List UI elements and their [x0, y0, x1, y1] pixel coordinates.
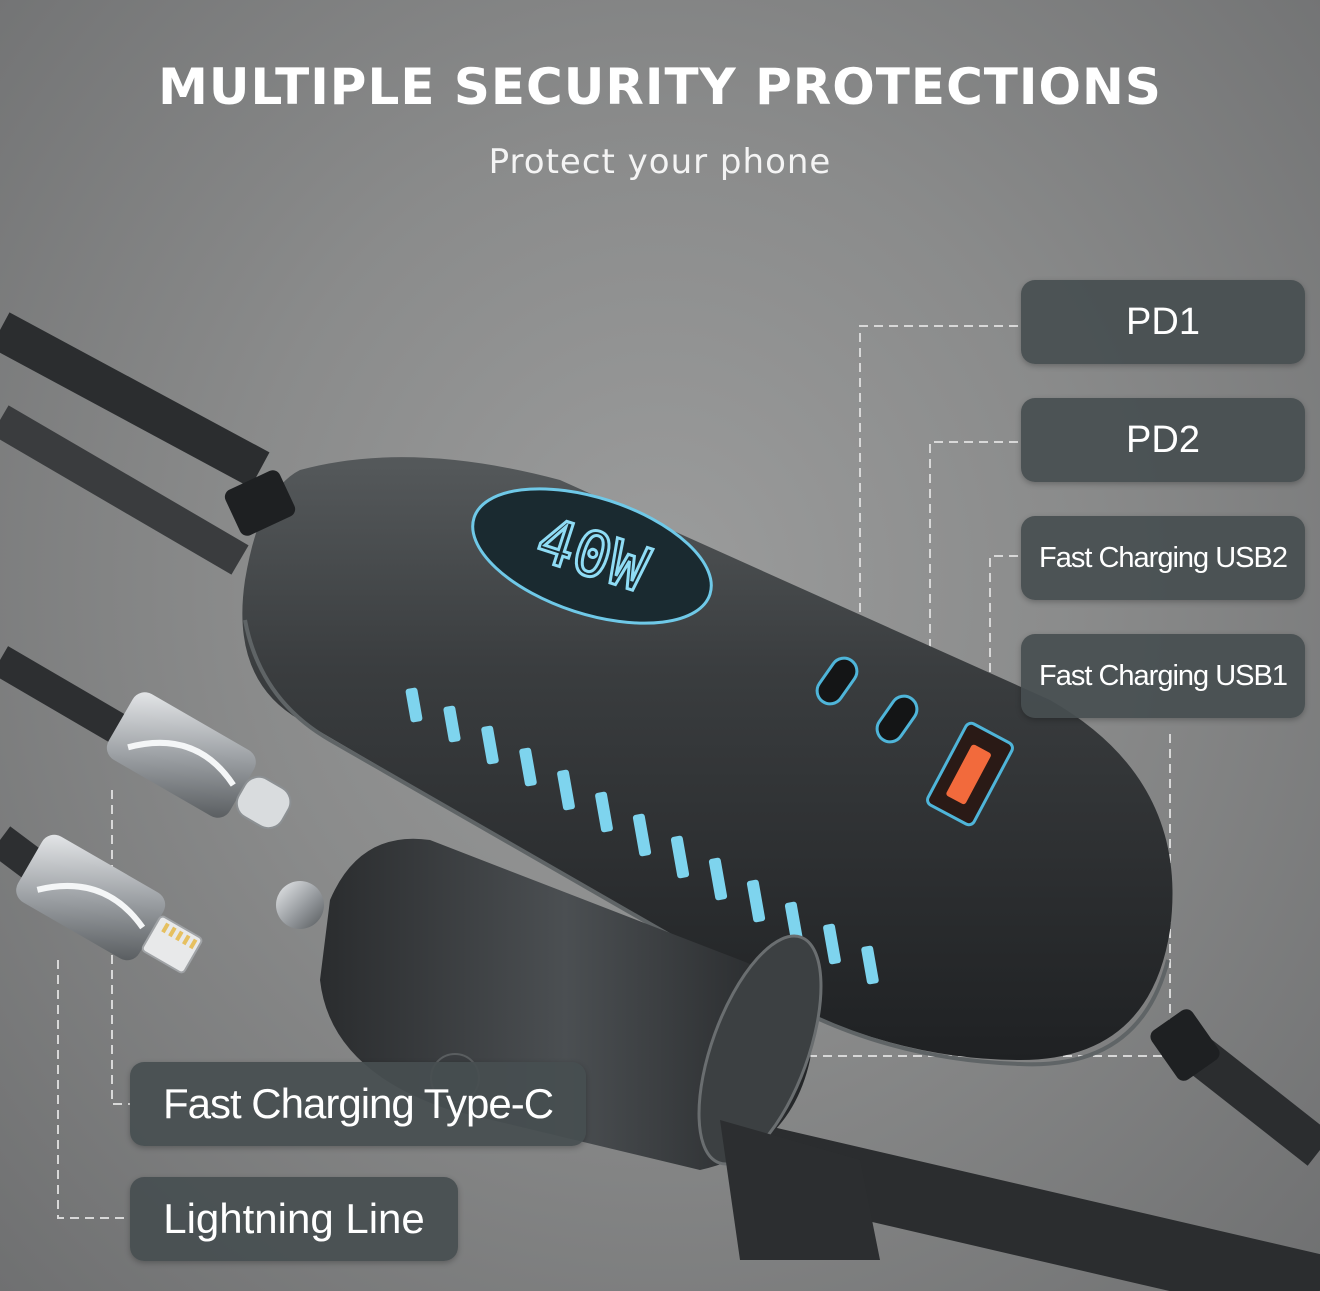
cable-collar [224, 470, 296, 536]
lightning-pins [161, 922, 198, 950]
label-fast-charging-usb1: Fast Charging USB1 [1021, 634, 1305, 718]
type-c-connector [106, 692, 292, 830]
leader-pd1 [859, 325, 1018, 640]
led-strip [405, 687, 879, 985]
hub-charger: 40W [224, 457, 1220, 1081]
typec-cable [0, 646, 129, 744]
pd2-port [875, 694, 919, 744]
label-lightning-line: Lightning Line [130, 1177, 458, 1261]
upper-cable-2 [0, 405, 249, 575]
plug-tip [276, 881, 324, 929]
type-c-housing [106, 692, 256, 818]
pd1-port [815, 656, 859, 706]
leader-pd2 [929, 441, 1018, 680]
lightning-housing [16, 834, 166, 961]
leader-usb2 [989, 555, 1018, 720]
lightning-stripe [36, 882, 146, 930]
plug-face [697, 934, 823, 1166]
right-collar [1150, 1009, 1220, 1081]
upper-cable [0, 312, 270, 488]
label-pd1: PD1 [1021, 280, 1305, 364]
leader-lightning [57, 960, 130, 1219]
display-window [471, 487, 713, 625]
hub-body [242, 457, 1173, 1061]
hub-rim [243, 619, 1170, 1067]
plug-stem [720, 1120, 880, 1260]
lightning-plug [141, 915, 203, 974]
lightning-connector [16, 834, 203, 974]
subheadline: Protect your phone [488, 142, 832, 182]
type-c-stripe [127, 739, 236, 787]
label-pd2: PD2 [1021, 398, 1305, 482]
label-fast-charging-usb2: Fast Charging USB2 [1021, 516, 1305, 600]
label-fast-charging-type-c: Fast Charging Type-C [130, 1062, 586, 1146]
type-c-plug [235, 775, 292, 830]
headline: MULTIPLE SECURITY PROTECTIONS [158, 58, 1162, 116]
usb-a-orange-tongue [946, 744, 991, 805]
